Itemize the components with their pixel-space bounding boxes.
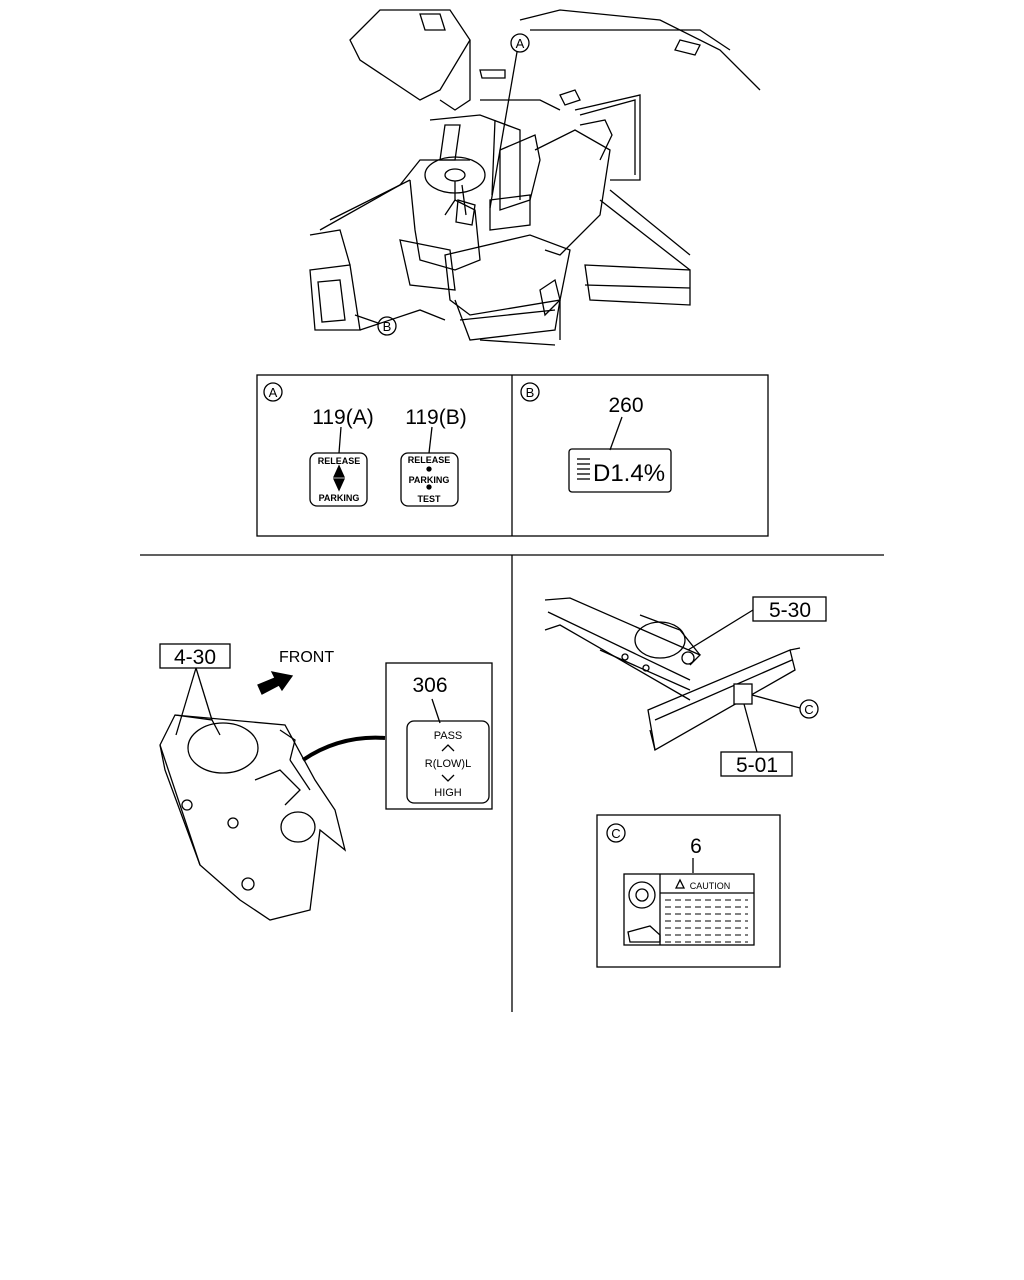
ref-box-5-30 xyxy=(752,596,827,622)
headlight-level-icon xyxy=(577,458,590,480)
part-119b: 119(B) xyxy=(405,406,466,429)
chevron-down-icon xyxy=(441,774,455,782)
ignition-key-icon xyxy=(628,881,656,909)
callout-b-letter: B xyxy=(383,319,392,334)
panel-306-frame xyxy=(385,662,493,810)
part-306: 306 xyxy=(412,674,447,697)
callout-c-letter: C xyxy=(804,702,813,717)
gear-lever-icon xyxy=(627,925,661,943)
label-119b-line3: TEST xyxy=(417,494,441,504)
label-260-text: D1.4% xyxy=(593,460,665,487)
part-6: 6 xyxy=(690,835,702,858)
front-arrow-icon xyxy=(257,671,294,695)
label-260 xyxy=(568,448,672,493)
front-label: FRONT xyxy=(279,649,334,666)
label-119b-line2: PARKING xyxy=(409,475,450,485)
ref-box-4-30 xyxy=(159,643,231,669)
ref-5-01-text: 5-01 xyxy=(736,754,778,777)
label-306-middle: R(LOW)L xyxy=(425,758,471,770)
arrow-down-icon xyxy=(332,478,346,492)
panel-c-letter: C xyxy=(611,826,620,841)
switch-housing-illustration xyxy=(159,714,347,921)
panel-a-letter: A xyxy=(269,385,278,400)
label-119a-bottom: PARKING xyxy=(319,493,360,503)
panel-b-callout-circle xyxy=(520,382,540,402)
label-leader-curve xyxy=(301,735,386,762)
panel-a-callout-circle xyxy=(263,382,283,402)
callout-c-circle xyxy=(799,699,819,719)
label-6 xyxy=(623,873,755,946)
callout-b-circle xyxy=(377,316,397,336)
label-119a xyxy=(309,452,368,507)
ref-4-30-text: 4-30 xyxy=(174,646,216,669)
warning-triangle-icon xyxy=(674,878,686,889)
chevron-up-icon xyxy=(441,744,455,752)
label-location-c xyxy=(733,683,753,705)
chassis-frame-illustration xyxy=(544,597,801,752)
ref-box-5-01 xyxy=(720,751,793,777)
label-119b-line1: RELEASE xyxy=(408,455,451,465)
arrow-up-icon xyxy=(332,464,346,478)
caution-label: CAUTION xyxy=(690,881,731,891)
part-119a: 119(A) xyxy=(312,406,373,429)
caution-text-lines xyxy=(665,899,748,943)
callout-a-letter: A xyxy=(516,36,525,51)
label-306 xyxy=(406,720,490,804)
panel-b-letter: B xyxy=(526,385,535,400)
ref-5-30-text: 5-30 xyxy=(769,599,811,622)
panel-c-callout-circle xyxy=(606,823,626,843)
label-306-bottom: HIGH xyxy=(434,787,462,799)
cab-interior-illustration xyxy=(309,9,761,346)
label-306-top: PASS xyxy=(434,730,463,742)
panel-c-frame xyxy=(596,814,781,968)
part-260: 260 xyxy=(608,394,643,417)
callout-a-circle xyxy=(510,33,530,53)
label-119a-top: RELEASE xyxy=(318,456,361,466)
label-119b xyxy=(400,452,459,507)
